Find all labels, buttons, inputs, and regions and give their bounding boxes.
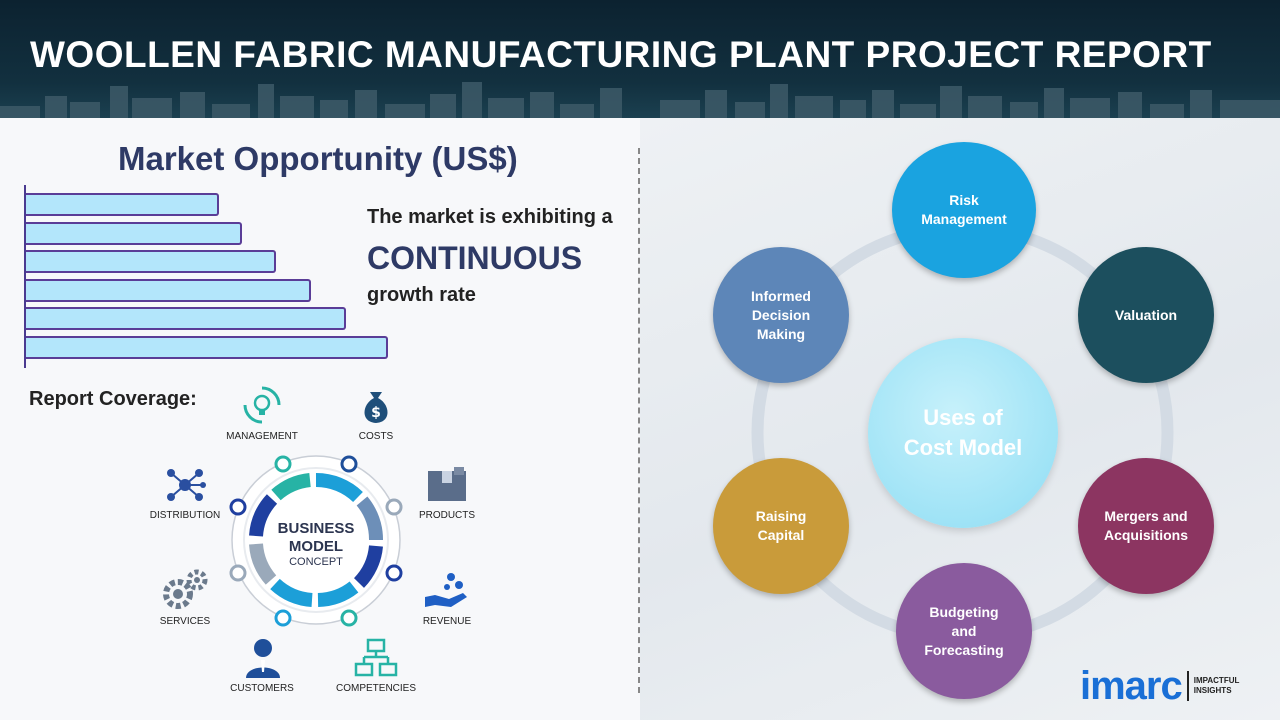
risk-line1: Risk [949, 192, 979, 208]
business-model-ring-graphic [229, 455, 403, 627]
informed-line3: Making [756, 325, 806, 342]
center-line1: Uses of [923, 405, 1003, 430]
growth-bar [26, 307, 346, 331]
logo-tag1: IMPACTFUL [1193, 676, 1240, 685]
coverage-distribution: DISTRIBUTION [149, 510, 221, 521]
informed-line2: Decision [751, 306, 811, 323]
market-text-continuous: CONTINUOUS [367, 240, 583, 276]
business-model-line3: CONCEPT [289, 556, 343, 568]
products-box-icon [428, 467, 466, 501]
mergers-line2: Acquisitions [1103, 527, 1188, 543]
growth-bar [26, 278, 311, 302]
market-text-line1: The market is exhibiting a [367, 206, 613, 228]
risk-line2: Management [921, 211, 1007, 227]
logo-brand: imarc [1080, 664, 1183, 708]
budgeting-line1: Budgeting [929, 603, 999, 620]
market-text-line3: growth rate [367, 284, 476, 306]
revenue-hand-icon [425, 573, 467, 607]
coverage-services: SERVICES [159, 616, 211, 627]
raising-line2: Capital [757, 527, 805, 543]
raising-line1: Raising [755, 508, 807, 524]
budgeting-line3: Forecasting [924, 641, 1004, 658]
coverage-costs: COSTS [358, 431, 394, 442]
money-bag-icon: $ [364, 392, 388, 423]
valuation-line1: Valuation [1114, 306, 1178, 323]
growth-bar [26, 336, 388, 359]
budgeting-line2: and [951, 622, 977, 639]
growth-bar [26, 193, 219, 216]
valuation-circle: Valuation [1078, 247, 1214, 383]
growth-bar [26, 250, 276, 274]
gears-icon [163, 569, 208, 609]
business-model-line2: MODEL [288, 538, 344, 555]
coverage-revenue: REVENUE [422, 616, 472, 627]
growth-bar [26, 221, 242, 245]
mergers-line1: Mergers and [1104, 508, 1188, 524]
coverage-management: MANAGEMENT [226, 431, 298, 442]
logo-tagline: IMPACTFUL INSIGHTS [1194, 676, 1240, 696]
bar-axis [24, 185, 26, 368]
business-model-line1: BUSINESS [277, 520, 355, 537]
competencies-hierarchy-icon [354, 638, 398, 677]
header-banner: WOOLLEN FABRIC MANUFACTURING PLANT PROJE… [0, 0, 1280, 118]
coverage-customers: CUSTOMERS [230, 683, 294, 694]
logo-tag2: INSIGHTS [1193, 686, 1232, 695]
report-coverage-label: Report Coverage: [29, 388, 197, 410]
customer-person-icon [246, 639, 280, 678]
city-skyline-graphic [0, 82, 1280, 118]
market-opportunity-title: Market Opportunity (US$) [118, 140, 518, 177]
imarc-logo: imarc IMPACTFUL INSIGHTS [1080, 664, 1239, 708]
distribution-network-icon [167, 469, 206, 501]
center-line2: Cost Model [903, 435, 1023, 460]
business-model-wheel: BUSINESS MODEL CONCEPT [228, 452, 404, 628]
management-icon [243, 386, 281, 424]
report-title: WOOLLEN FABRIC MANUFACTURING PLANT PROJE… [30, 34, 1212, 75]
coverage-products: PRODUCTS [418, 510, 476, 521]
svg-text:$: $ [371, 405, 381, 421]
coverage-competencies: COMPETENCIES [335, 683, 417, 694]
dashed-divider [638, 148, 640, 693]
logo-separator [1186, 671, 1189, 701]
uses-of-cost-model-center: Uses of Cost Model [868, 338, 1058, 528]
informed-line1: Informed [751, 287, 811, 304]
